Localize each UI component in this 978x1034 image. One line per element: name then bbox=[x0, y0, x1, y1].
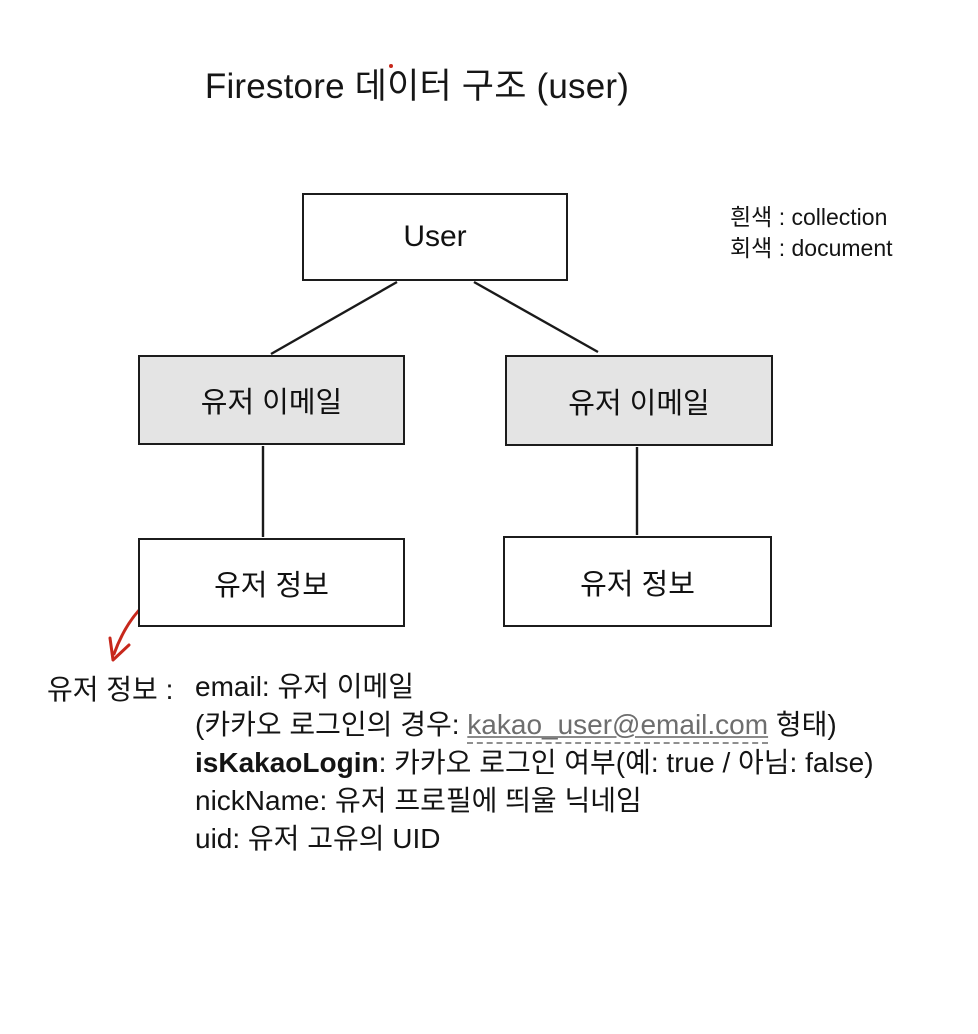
connector-user-to-right-email bbox=[473, 280, 599, 354]
connector-user-to-left-email bbox=[270, 280, 398, 356]
node-user-email-left: 유저 이메일 bbox=[138, 355, 405, 445]
annotation-details: email: 유저 이메일 (카카오 로그인의 경우: kakao_user@e… bbox=[195, 668, 874, 858]
node-user-info-left: 유저 정보 bbox=[138, 538, 405, 627]
stray-red-dot bbox=[389, 64, 393, 68]
annotation-line-uid: uid: 유저 고유의 UID bbox=[195, 823, 441, 854]
legend-gray-document: 회색 : document bbox=[730, 235, 893, 261]
legend-white-collection: 흰색 : collection bbox=[730, 204, 888, 230]
page-title: Firestore 데이터 구조 (user) bbox=[204, 67, 630, 106]
annotation-line-iskakaologin: isKakaoLogin: 카카오 로그인 여부(예: true / 아님: f… bbox=[195, 744, 874, 782]
iskakaologin-field-desc: : 카카오 로그인 여부(예: true / 아님: false) bbox=[378, 747, 874, 778]
annotation-line-kakao-email-format: (카카오 로그인의 경우: kakao_user@email.com 형태) bbox=[195, 706, 874, 744]
legend: 흰색 : collection 회색 : document bbox=[730, 202, 893, 264]
annotation-pointer-label: 유저 정보 : bbox=[47, 674, 174, 705]
annotation-line-email: email: 유저 이메일 bbox=[195, 671, 415, 702]
iskakaologin-field-name: isKakaoLogin bbox=[195, 747, 379, 778]
annotation-line-nickname: nickName: 유저 프로필에 띄울 닉네임 bbox=[195, 785, 642, 816]
kakao-case-suffix: 형태) bbox=[768, 709, 837, 740]
node-user-info-right: 유저 정보 bbox=[503, 536, 772, 627]
node-user-email-right: 유저 이메일 bbox=[505, 355, 773, 446]
kakao-email-example-link[interactable]: kakao_user@email.com bbox=[467, 709, 769, 744]
kakao-case-prefix: (카카오 로그인의 경우: bbox=[195, 709, 468, 740]
node-user-collection: User bbox=[302, 193, 568, 281]
